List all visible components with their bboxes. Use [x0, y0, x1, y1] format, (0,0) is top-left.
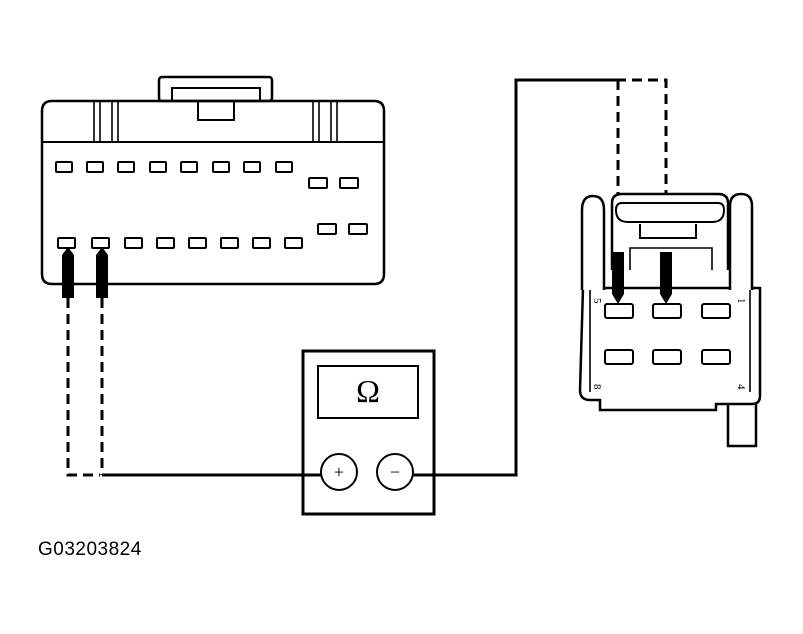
cavity	[117, 161, 135, 173]
cavity	[156, 237, 175, 249]
meter-positive-label: +	[334, 462, 344, 482]
cavity	[86, 161, 104, 173]
cavity	[252, 237, 271, 249]
meter-negative-label: −	[390, 462, 400, 482]
right-connector	[578, 192, 762, 448]
cavity	[91, 237, 110, 249]
right-connector-post-left	[580, 194, 606, 290]
cavity	[220, 237, 239, 249]
meter-display	[317, 365, 419, 419]
probe-tip-left-2	[96, 247, 108, 298]
left-connector	[40, 75, 386, 286]
left-connector-body	[40, 99, 386, 286]
right-probes	[612, 252, 672, 304]
pin-label-top-right: 1	[735, 298, 747, 304]
test-leads	[66, 78, 668, 477]
left-connector-top-cavities	[55, 161, 359, 189]
cavity	[149, 161, 167, 173]
left-connector-latch-tab	[197, 101, 235, 121]
cavity	[212, 161, 230, 173]
figure-id: G03203824	[38, 539, 142, 560]
pin-label-bottom-left: 8	[591, 384, 603, 390]
left-connector-ribs	[93, 101, 338, 142]
cavity	[284, 237, 303, 249]
lead-from-negative	[413, 78, 616, 477]
right-connector-pin-labels: 5 1 8 4	[591, 298, 747, 390]
ohmmeter: Ω + −	[301, 349, 436, 516]
cavity	[180, 161, 198, 173]
right-connector-tab	[726, 398, 758, 448]
probe-tip-left-1	[62, 247, 74, 298]
right-connector-post-right	[728, 192, 754, 290]
right-connector-latch-button	[614, 202, 726, 223]
cavity	[188, 237, 207, 249]
left-connector-bottom-cavities	[57, 223, 368, 249]
cavity	[55, 161, 73, 173]
probe-tip-right-1	[612, 252, 624, 304]
meter-positive-terminal	[320, 453, 358, 491]
cavity	[317, 223, 337, 235]
cavity	[243, 161, 261, 173]
cavity	[652, 303, 682, 319]
probe-tip-right-2	[660, 252, 672, 304]
cavity	[308, 177, 328, 189]
pin-label-top-left: 5	[591, 298, 603, 304]
cavity	[348, 223, 368, 235]
left-connector-latch-inner	[171, 87, 261, 101]
cavity	[57, 237, 76, 249]
cavity-4	[701, 349, 731, 365]
cavity-1	[701, 303, 731, 319]
meter-ohm-symbol: Ω	[356, 373, 380, 409]
cavity	[652, 349, 682, 365]
left-probes	[62, 247, 108, 298]
cavity-8	[604, 349, 634, 365]
cavity-5	[604, 303, 634, 319]
lead-left-dashed	[66, 298, 100, 477]
cavity	[124, 237, 143, 249]
cavity	[339, 177, 359, 189]
cavity	[275, 161, 293, 173]
pin-label-bottom-right: 4	[735, 384, 747, 390]
meter-negative-terminal	[376, 453, 414, 491]
